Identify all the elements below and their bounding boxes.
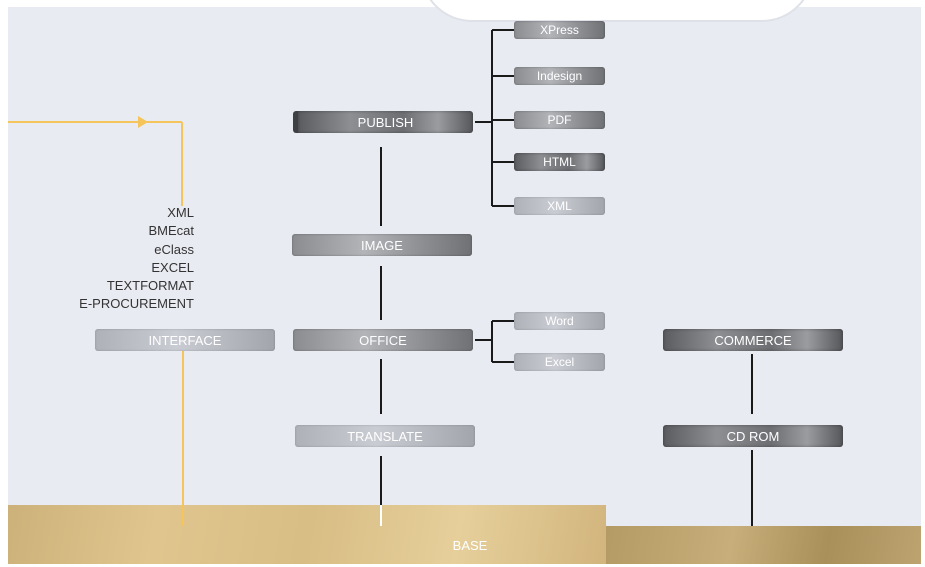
diagram-background (8, 7, 921, 564)
cdrom-node: CD ROM (663, 425, 843, 447)
publish-output-html: HTML (514, 153, 605, 171)
office-output-word: Word (514, 312, 605, 330)
base-bar-right (606, 526, 921, 564)
commerce-node: COMMERCE (663, 329, 843, 351)
interface-node: INTERFACE (95, 329, 275, 351)
publish-output-pdf: PDF (514, 111, 605, 129)
office-node: OFFICE (293, 329, 473, 351)
format-item: XML (167, 205, 194, 220)
format-item: TEXTFORMAT (106, 278, 194, 294)
interface-formats: XML BMEcat eClass EXCEL TEXTFORMAT E-PRO… (60, 204, 194, 314)
image-node: IMAGE (292, 234, 472, 256)
format-item: eClass (154, 241, 194, 257)
publish-output-xml: XML (514, 197, 605, 215)
translate-node: TRANSLATE (295, 425, 475, 447)
format-item: E-PROCUREMENT (79, 296, 194, 312)
publish-output-indesign: Indesign (514, 67, 605, 85)
interface-arrow (138, 116, 148, 128)
base-bar (8, 505, 606, 564)
base-label: BASE (452, 538, 488, 553)
publish-output-xpress: XPress (514, 21, 605, 39)
format-item: BMEcat (148, 223, 194, 239)
publish-node: PUBLISH (293, 111, 473, 133)
office-output-excel: Excel (514, 353, 605, 371)
format-item: EXCEL (151, 259, 194, 275)
